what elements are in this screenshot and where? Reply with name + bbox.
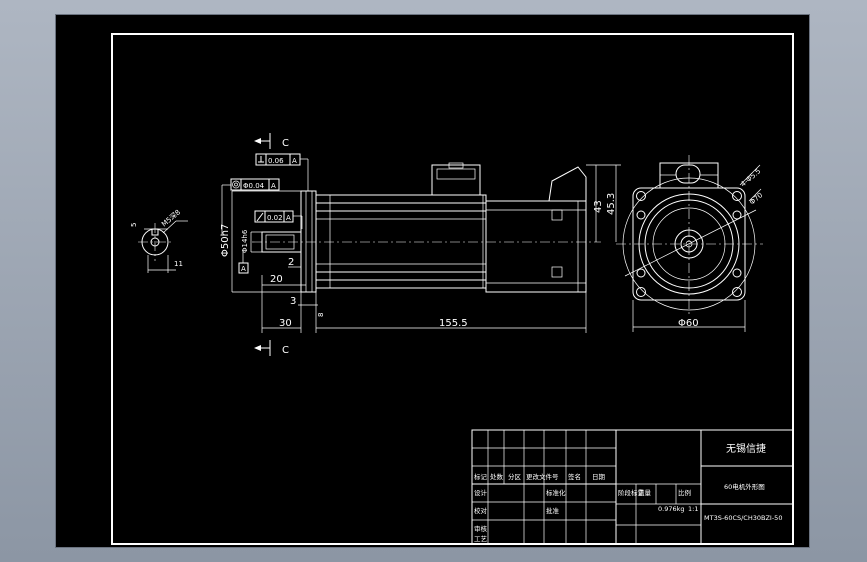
dim-shaft-end-5: 5 xyxy=(130,223,138,227)
datum-marker xyxy=(238,251,249,274)
dim-length-3: 3 xyxy=(290,296,296,307)
cad-drawing: 5 M5深8 11 C C 0.06 A Φ0.04 A 0.02 A xyxy=(111,33,794,545)
dim-pcd: Φ70 xyxy=(748,191,764,206)
tb-part-number: MT3S-60CS/CH30BZI-50 xyxy=(704,514,782,522)
tol-perp-datum: A xyxy=(292,157,297,165)
tolerance-frame-concentricity xyxy=(221,178,280,235)
dim-length-20: 20 xyxy=(270,274,283,285)
tb-header-3: 更改文件号 xyxy=(526,472,559,481)
tb-stage-mark: 阶段标记 xyxy=(618,488,645,497)
tb-header-5: 日期 xyxy=(592,473,606,481)
tb-ratio: 比例 xyxy=(678,488,691,497)
tb-standardization: 标准化 xyxy=(546,488,566,497)
dim-pilot-dia: Φ50h7 xyxy=(220,224,231,257)
tb-scale: 1:1 xyxy=(688,505,698,513)
motor-side-view xyxy=(252,162,601,293)
datum-label: A xyxy=(241,265,246,273)
tb-row-process: 工艺 xyxy=(474,535,488,543)
tol-perp-value: 0.06 xyxy=(268,157,284,165)
dim-height-45-3: 45.3 xyxy=(606,193,617,215)
tolerance-frame-runout xyxy=(254,210,303,229)
cad-viewport[interactable]: 5 M5深8 11 C C 0.06 A Φ0.04 A 0.02 A xyxy=(55,14,810,548)
side-view-dimension-lines xyxy=(231,164,621,333)
tb-header-0: 标记 xyxy=(474,472,488,481)
title-block xyxy=(471,429,794,545)
drawing-border xyxy=(111,33,794,545)
section-label-top: C xyxy=(282,138,289,149)
tb-header-1: 处数 xyxy=(490,472,504,481)
shaft-end-view xyxy=(138,220,188,273)
tb-row-check: 校对 xyxy=(474,506,488,515)
dim-flange: Φ60 xyxy=(678,318,699,329)
dim-length-30: 30 xyxy=(279,318,292,329)
tb-row-design: 设计 xyxy=(474,488,488,497)
section-label-bottom: C xyxy=(282,345,289,356)
section-mark-bottom xyxy=(254,340,271,356)
tolerance-frame-perpendicularity xyxy=(255,153,309,191)
tb-row-review: 审核 xyxy=(474,524,488,533)
tb-header-4: 签名 xyxy=(568,472,581,481)
tb-drawing-name: 60电机外形图 xyxy=(724,482,765,491)
dim-length-155-5: 155.5 xyxy=(439,318,468,329)
dim-shaft-dia: Φ14h6 xyxy=(241,229,249,253)
tol-conc-datum: A xyxy=(271,182,276,190)
tol-conc-value: Φ0.04 xyxy=(243,182,265,190)
section-mark-top xyxy=(254,133,271,149)
tb-weight: 重量 xyxy=(638,489,652,497)
tb-approve: 批准 xyxy=(546,506,560,515)
tb-header-2: 分区 xyxy=(508,472,522,481)
dim-length-2: 2 xyxy=(288,257,294,268)
motor-front-view xyxy=(616,155,763,332)
dim-holes: 4-Φ5.5 xyxy=(739,167,762,188)
tol-runout-datum: A xyxy=(286,214,291,222)
dim-height-43: 43 xyxy=(593,200,604,213)
tol-runout-value: 0.02 xyxy=(267,214,283,222)
tb-mass: 0.976kg xyxy=(658,505,685,513)
dim-length-8: 8 xyxy=(317,313,325,317)
dim-keyway-depth: 11 xyxy=(174,260,183,268)
tb-company: 无锡信捷 xyxy=(726,442,766,455)
